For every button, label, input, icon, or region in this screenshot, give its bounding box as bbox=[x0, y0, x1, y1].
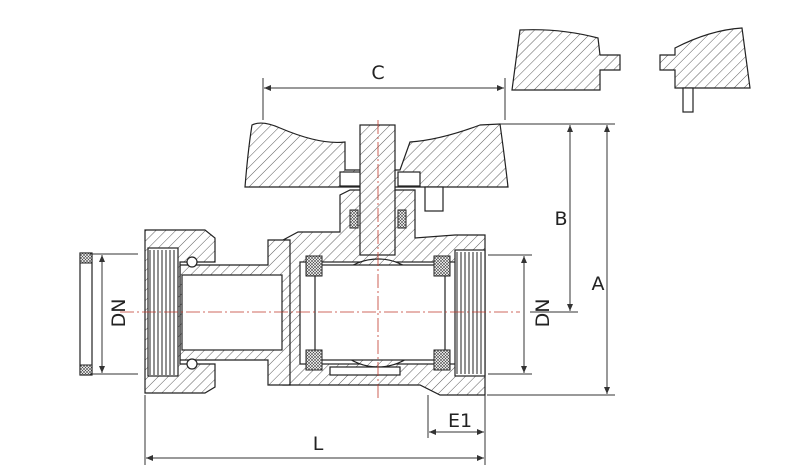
dimension-b: B bbox=[500, 123, 615, 313]
dimension-label-c: C bbox=[371, 62, 384, 84]
dimension-dn-right: DN bbox=[488, 254, 554, 375]
valve-stem bbox=[349, 124, 407, 256]
dimension-label-dn-right: DN bbox=[532, 299, 554, 328]
dimension-a: A bbox=[487, 125, 615, 396]
union-tailpiece bbox=[179, 239, 291, 386]
valve-body bbox=[282, 189, 486, 396]
flat-gasket bbox=[79, 252, 93, 376]
dimension-label-a: A bbox=[592, 273, 605, 295]
butterfly-handle bbox=[244, 122, 509, 212]
dimension-e1: E1 bbox=[427, 395, 486, 465]
dimension-label-dn-left: DN bbox=[108, 299, 130, 328]
dimension-c: C bbox=[262, 62, 506, 120]
dimension-dn-left: DN bbox=[90, 253, 138, 375]
dimension-label-e1: E1 bbox=[448, 410, 472, 432]
dimension-label-b: B bbox=[554, 208, 567, 230]
female-thread-right bbox=[454, 249, 486, 377]
handle-front-view bbox=[659, 27, 751, 113]
dimension-l: L bbox=[144, 395, 484, 465]
handle-side-view bbox=[511, 29, 621, 91]
dimension-label-l: L bbox=[313, 433, 324, 455]
